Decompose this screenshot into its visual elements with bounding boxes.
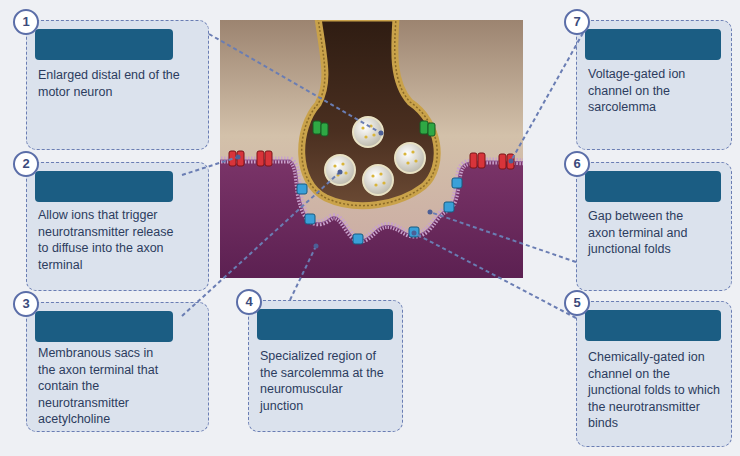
callout-box: Specialized region of the sarcolemma at … bbox=[248, 300, 403, 432]
leader-dot bbox=[236, 155, 241, 160]
voltage-gated-channel bbox=[507, 154, 514, 169]
callout-box: Chemically-gated ion channel on the junc… bbox=[576, 301, 732, 447]
description-text: Membranous sacs in the axon terminal tha… bbox=[38, 345, 162, 428]
callout-number: 6 bbox=[564, 151, 590, 177]
synaptic-vesicle bbox=[353, 117, 383, 147]
acetylcholine-receptor bbox=[444, 202, 454, 212]
leader-line bbox=[430, 212, 576, 262]
leader-dot bbox=[428, 210, 433, 215]
voltage-gated-channel bbox=[229, 151, 236, 166]
header-bar bbox=[585, 29, 721, 60]
leader-dot bbox=[509, 159, 514, 164]
header-bar bbox=[35, 311, 173, 342]
callout-number: 2 bbox=[13, 151, 39, 177]
voltage-gated-channel bbox=[257, 151, 264, 166]
header-bar bbox=[35, 29, 173, 60]
leader-dot bbox=[314, 244, 319, 249]
calcium-channel bbox=[428, 123, 435, 136]
callout-box: Voltage-gated ion channel on the sarcole… bbox=[576, 20, 732, 150]
acetylcholine-receptor bbox=[409, 227, 419, 237]
callout-number: 5 bbox=[564, 290, 590, 316]
synaptic-vesicles bbox=[325, 117, 425, 195]
description-text: Chemically-gated ion channel on the junc… bbox=[588, 349, 724, 432]
acetylcholine-receptor bbox=[452, 178, 462, 188]
description-text: Voltage-gated ion channel on the sarcole… bbox=[588, 66, 724, 116]
callout-number: 3 bbox=[13, 291, 39, 317]
callout-box: Gap between the axon terminal and juncti… bbox=[576, 162, 732, 291]
leader-dot bbox=[412, 231, 417, 236]
description-text: Specialized region of the sarcolemma at … bbox=[260, 348, 386, 414]
callout-number: 1 bbox=[13, 9, 39, 35]
synaptic-vesicle bbox=[395, 143, 425, 173]
calcium-channel bbox=[420, 121, 428, 134]
axon-terminal bbox=[302, 20, 438, 206]
acetylcholine-dots bbox=[333, 124, 417, 186]
voltage-gated-channel bbox=[470, 153, 477, 168]
callout-box: Allow ions that trigger neurotransmitter… bbox=[26, 162, 209, 291]
calcium-channels bbox=[313, 121, 435, 136]
leader-dot bbox=[379, 131, 384, 136]
callout-box: Membranous sacs in the axon terminal tha… bbox=[26, 302, 209, 432]
muscle-fiber bbox=[220, 160, 523, 278]
voltage-gated-channels bbox=[229, 151, 514, 169]
header-bar bbox=[257, 309, 393, 340]
callout-number: 4 bbox=[236, 289, 262, 315]
leader-dot bbox=[338, 170, 343, 175]
description-text: Enlarged distal end of the motor neuron bbox=[38, 67, 188, 100]
leader-line bbox=[290, 246, 316, 300]
header-bar bbox=[585, 171, 721, 202]
leader-line bbox=[511, 33, 583, 161]
synaptic-vesicle bbox=[363, 165, 393, 195]
voltage-gated-channel bbox=[265, 151, 272, 166]
header-bar bbox=[35, 171, 173, 202]
axon-membrane bbox=[302, 20, 438, 206]
leader-line bbox=[414, 233, 576, 318]
leader-line bbox=[209, 34, 381, 133]
header-bar bbox=[585, 310, 721, 341]
voltage-gated-channel bbox=[478, 153, 485, 168]
description-text: Allow ions that trigger neurotransmitter… bbox=[38, 207, 180, 273]
callout-number: 7 bbox=[564, 9, 590, 35]
synaptic-vesicle bbox=[325, 155, 355, 185]
acetylcholine-receptor bbox=[305, 214, 315, 224]
acetylcholine-receptors bbox=[297, 178, 462, 244]
calcium-channel bbox=[313, 121, 321, 134]
acetylcholine-receptor bbox=[297, 184, 307, 194]
voltage-gated-channel bbox=[499, 154, 506, 169]
voltage-gated-channel bbox=[237, 151, 244, 166]
calcium-channel bbox=[321, 123, 328, 136]
acetylcholine-receptor bbox=[353, 234, 363, 244]
callout-box: Enlarged distal end of the motor neuron bbox=[26, 20, 209, 150]
description-text: Gap between the axon terminal and juncti… bbox=[588, 208, 704, 258]
